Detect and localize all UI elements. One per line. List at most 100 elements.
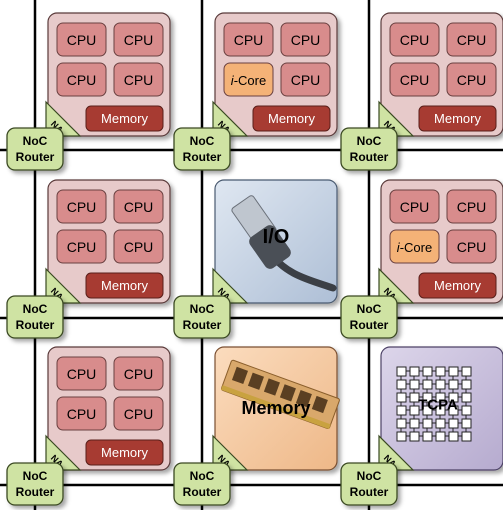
processing-element: [435, 405, 446, 416]
cpu-label: CPU: [67, 72, 97, 88]
cpu-label: CPU: [124, 32, 154, 48]
cpu-core-box: [113, 229, 164, 264]
local-memory: Memory: [252, 105, 331, 132]
cpu-core: CPU: [56, 229, 107, 264]
noc-router-box: [340, 462, 398, 506]
noc-router-box: [340, 295, 398, 339]
cpu-core: CPU: [56, 396, 107, 431]
cpu-label: CPU: [67, 199, 97, 215]
processing-element: [422, 366, 433, 377]
processing-element: [461, 379, 472, 390]
processing-element: [422, 418, 433, 429]
ram-chip: [247, 372, 264, 390]
noc-router-label-line2: Router: [183, 318, 222, 332]
local-memory: Memory: [418, 272, 497, 299]
cpu-core-box: [56, 22, 107, 57]
processing-element: [409, 392, 420, 403]
cpu-label: CPU: [67, 239, 97, 255]
local-memory-label: Memory: [101, 111, 148, 126]
cpu-core-box: [56, 396, 107, 431]
i-core-label: i-Core: [231, 73, 266, 88]
cpu-core: CPU: [113, 356, 164, 391]
noc-router-box: [6, 462, 64, 506]
processing-element: [396, 392, 407, 403]
cpu-core: CPU: [113, 62, 164, 97]
processing-element: [448, 392, 459, 403]
ram-chip: [279, 384, 296, 402]
cpu-label: CPU: [400, 199, 430, 215]
cpu-core-box: [56, 356, 107, 391]
processing-element: [461, 418, 472, 429]
cpu-label: CPU: [457, 199, 487, 215]
processor-array-icon: [396, 366, 472, 442]
cpu-core: CPU: [389, 62, 440, 97]
cpu-core: CPU: [56, 62, 107, 97]
processing-element: [448, 418, 459, 429]
processing-element: [448, 405, 459, 416]
processing-element: [448, 431, 459, 442]
noc-router-label-line1: NoC: [23, 469, 48, 483]
cpu-core: CPU: [113, 229, 164, 264]
cpu-core-box: [446, 22, 497, 57]
i-core-box: [223, 62, 274, 97]
local-memory-label: Memory: [434, 111, 481, 126]
processing-element: [448, 366, 459, 377]
cpu-core-box: [280, 22, 331, 57]
i-core-label-suffix: -Core: [400, 240, 433, 255]
processing-element: [461, 405, 472, 416]
processing-element: [461, 392, 472, 403]
ram-chip: [295, 390, 312, 408]
local-memory-box: [85, 439, 164, 466]
cpu-label: CPU: [124, 199, 154, 215]
cpu-label: CPU: [400, 72, 430, 88]
cpu-core: CPU: [56, 356, 107, 391]
local-memory-box: [252, 105, 331, 132]
cpu-core: CPU: [56, 189, 107, 224]
processing-element: [396, 379, 407, 390]
cpu-label: CPU: [234, 32, 264, 48]
local-memory-box: [85, 272, 164, 299]
cpu-core: CPU: [446, 229, 497, 264]
cpu-core: CPU: [280, 22, 331, 57]
noc-router-label-line1: NoC: [190, 469, 215, 483]
processing-element: [422, 379, 433, 390]
tcpa-tile-label: TCPA: [418, 397, 458, 414]
local-memory-label: Memory: [434, 278, 481, 293]
i-core: i-Core: [223, 62, 274, 97]
cpu-core-box: [446, 229, 497, 264]
processing-element: [448, 379, 459, 390]
noc-router-label-line1: NoC: [190, 134, 215, 148]
cpu-core-box: [446, 62, 497, 97]
cpu-label: CPU: [124, 366, 154, 382]
processing-element: [409, 418, 420, 429]
cpu-core: CPU: [113, 396, 164, 431]
cpu-core-box: [56, 229, 107, 264]
noc-router-label-line2: Router: [16, 150, 55, 164]
local-memory-label: Memory: [268, 111, 315, 126]
cpu-core-box: [280, 62, 331, 97]
i-core-label-prefix: i: [231, 73, 235, 88]
cpu-core-box: [113, 62, 164, 97]
cpu-core: CPU: [113, 22, 164, 57]
cpu-label: CPU: [124, 72, 154, 88]
cpu-core: CPU: [389, 22, 440, 57]
noc-router-label-line1: NoC: [357, 134, 382, 148]
local-memory-label: Memory: [101, 278, 148, 293]
processing-element: [409, 379, 420, 390]
ram-chip: [311, 395, 328, 414]
local-memory: Memory: [85, 272, 164, 299]
cpu-core-box: [389, 189, 440, 224]
local-memory-box: [85, 105, 164, 132]
ram-stick-icon: [220, 359, 340, 430]
